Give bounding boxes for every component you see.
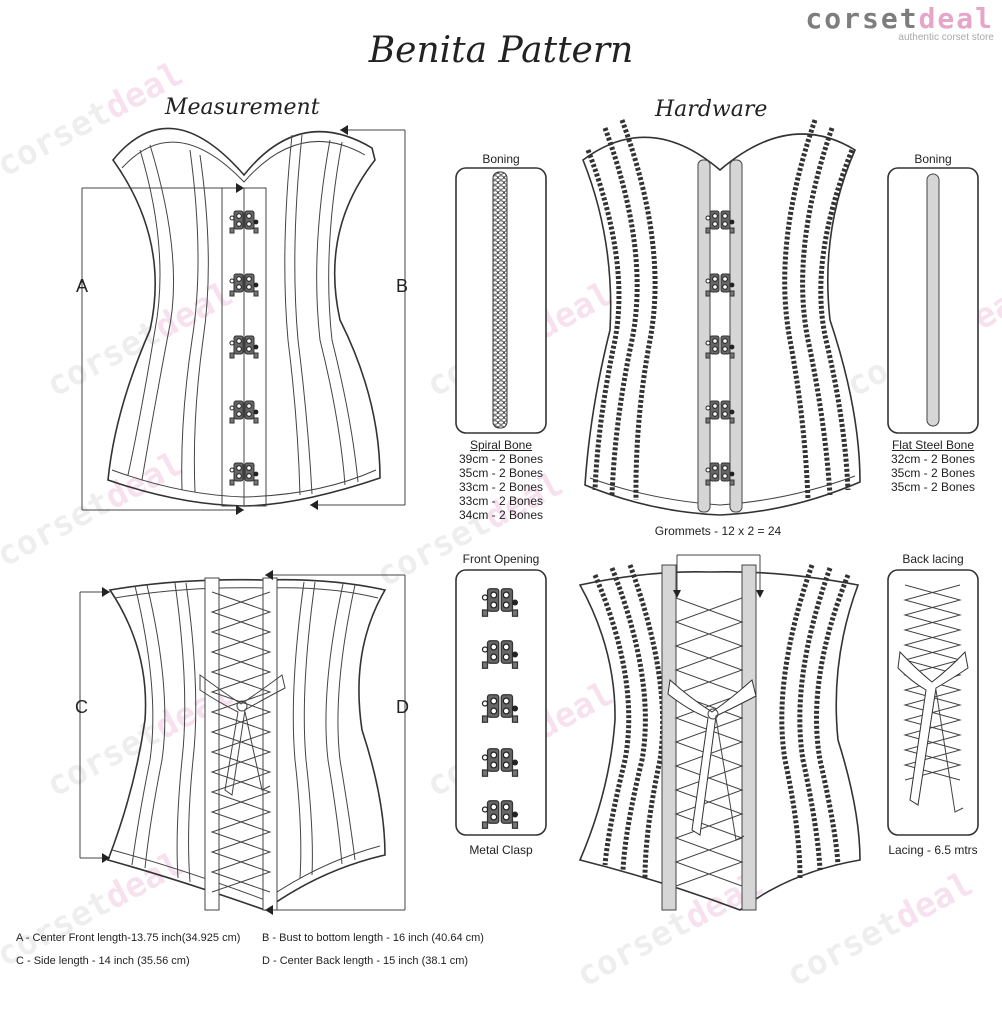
brand-logo[interactable]: corsetdeal authentic corset store [805, 2, 994, 43]
dimension-label-a: A [76, 276, 89, 296]
section-title-measurement: Measurement [165, 95, 320, 120]
spiral-bone-name: Spiral Bone [469, 438, 533, 452]
page-title: Benita Pattern [368, 30, 634, 71]
flat-bone-name: Flat Steel Bone [891, 438, 975, 452]
grommets-label: Grommets - 12 x 2 = 24 [654, 524, 782, 538]
spiral-spec-line: 33cm - 2 Bones [458, 494, 544, 508]
dimension-label-c: C [75, 697, 88, 717]
logo-text-part2: deal [918, 2, 994, 35]
spiral-spec-line: 39cm - 2 Bones [458, 452, 544, 466]
flat-bone-specs: Flat Steel Bone 32cm - 2 Bones 35cm - 2 … [873, 438, 993, 494]
section-title-hardware: Hardware [655, 97, 768, 122]
dimension-label-b: B [396, 276, 409, 296]
legend-d: D - Center Back length - 15 inch (38.1 c… [262, 955, 469, 967]
legend-b: B - Bust to bottom length - 16 inch (40.… [262, 932, 484, 944]
front-corset-measurement [107, 127, 381, 507]
legend-a: A - Center Front length-13.75 inch(34.92… [16, 932, 241, 944]
spiral-spec-line: 35cm - 2 Bones [458, 466, 544, 480]
flat-spec-line: 32cm - 2 Bones [890, 452, 976, 466]
lacing-caption: Lacing - 6.5 mtrs [888, 843, 978, 857]
front-opening-title: Front Opening [462, 552, 540, 566]
flat-spec-line: 35cm - 2 Bones [890, 480, 976, 494]
metal-clasp-caption: Metal Clasp [469, 843, 533, 857]
flat-box-title: Boning [914, 152, 952, 166]
spiral-box-title: Boning [482, 152, 520, 166]
logo-text-part1: corset [805, 2, 919, 35]
flat-spec-line: 35cm - 2 Bones [890, 466, 976, 480]
dimension-label-d: D [396, 697, 409, 717]
logo-tagline: authentic corset store [898, 32, 994, 43]
back-corset-hardware [578, 564, 861, 911]
back-corset-measurement [106, 577, 387, 911]
spiral-bone-specs: Spiral Bone 39cm - 2 Bones 35cm - 2 Bone… [441, 438, 561, 522]
back-lacing-title: Back lacing [902, 552, 964, 566]
front-corset-hardware [582, 119, 861, 516]
legend-c: C - Side length - 14 inch (35.56 cm) [16, 955, 190, 967]
spiral-spec-line: 34cm - 2 Bones [458, 508, 544, 522]
spiral-spec-line: 33cm - 2 Bones [458, 480, 544, 494]
